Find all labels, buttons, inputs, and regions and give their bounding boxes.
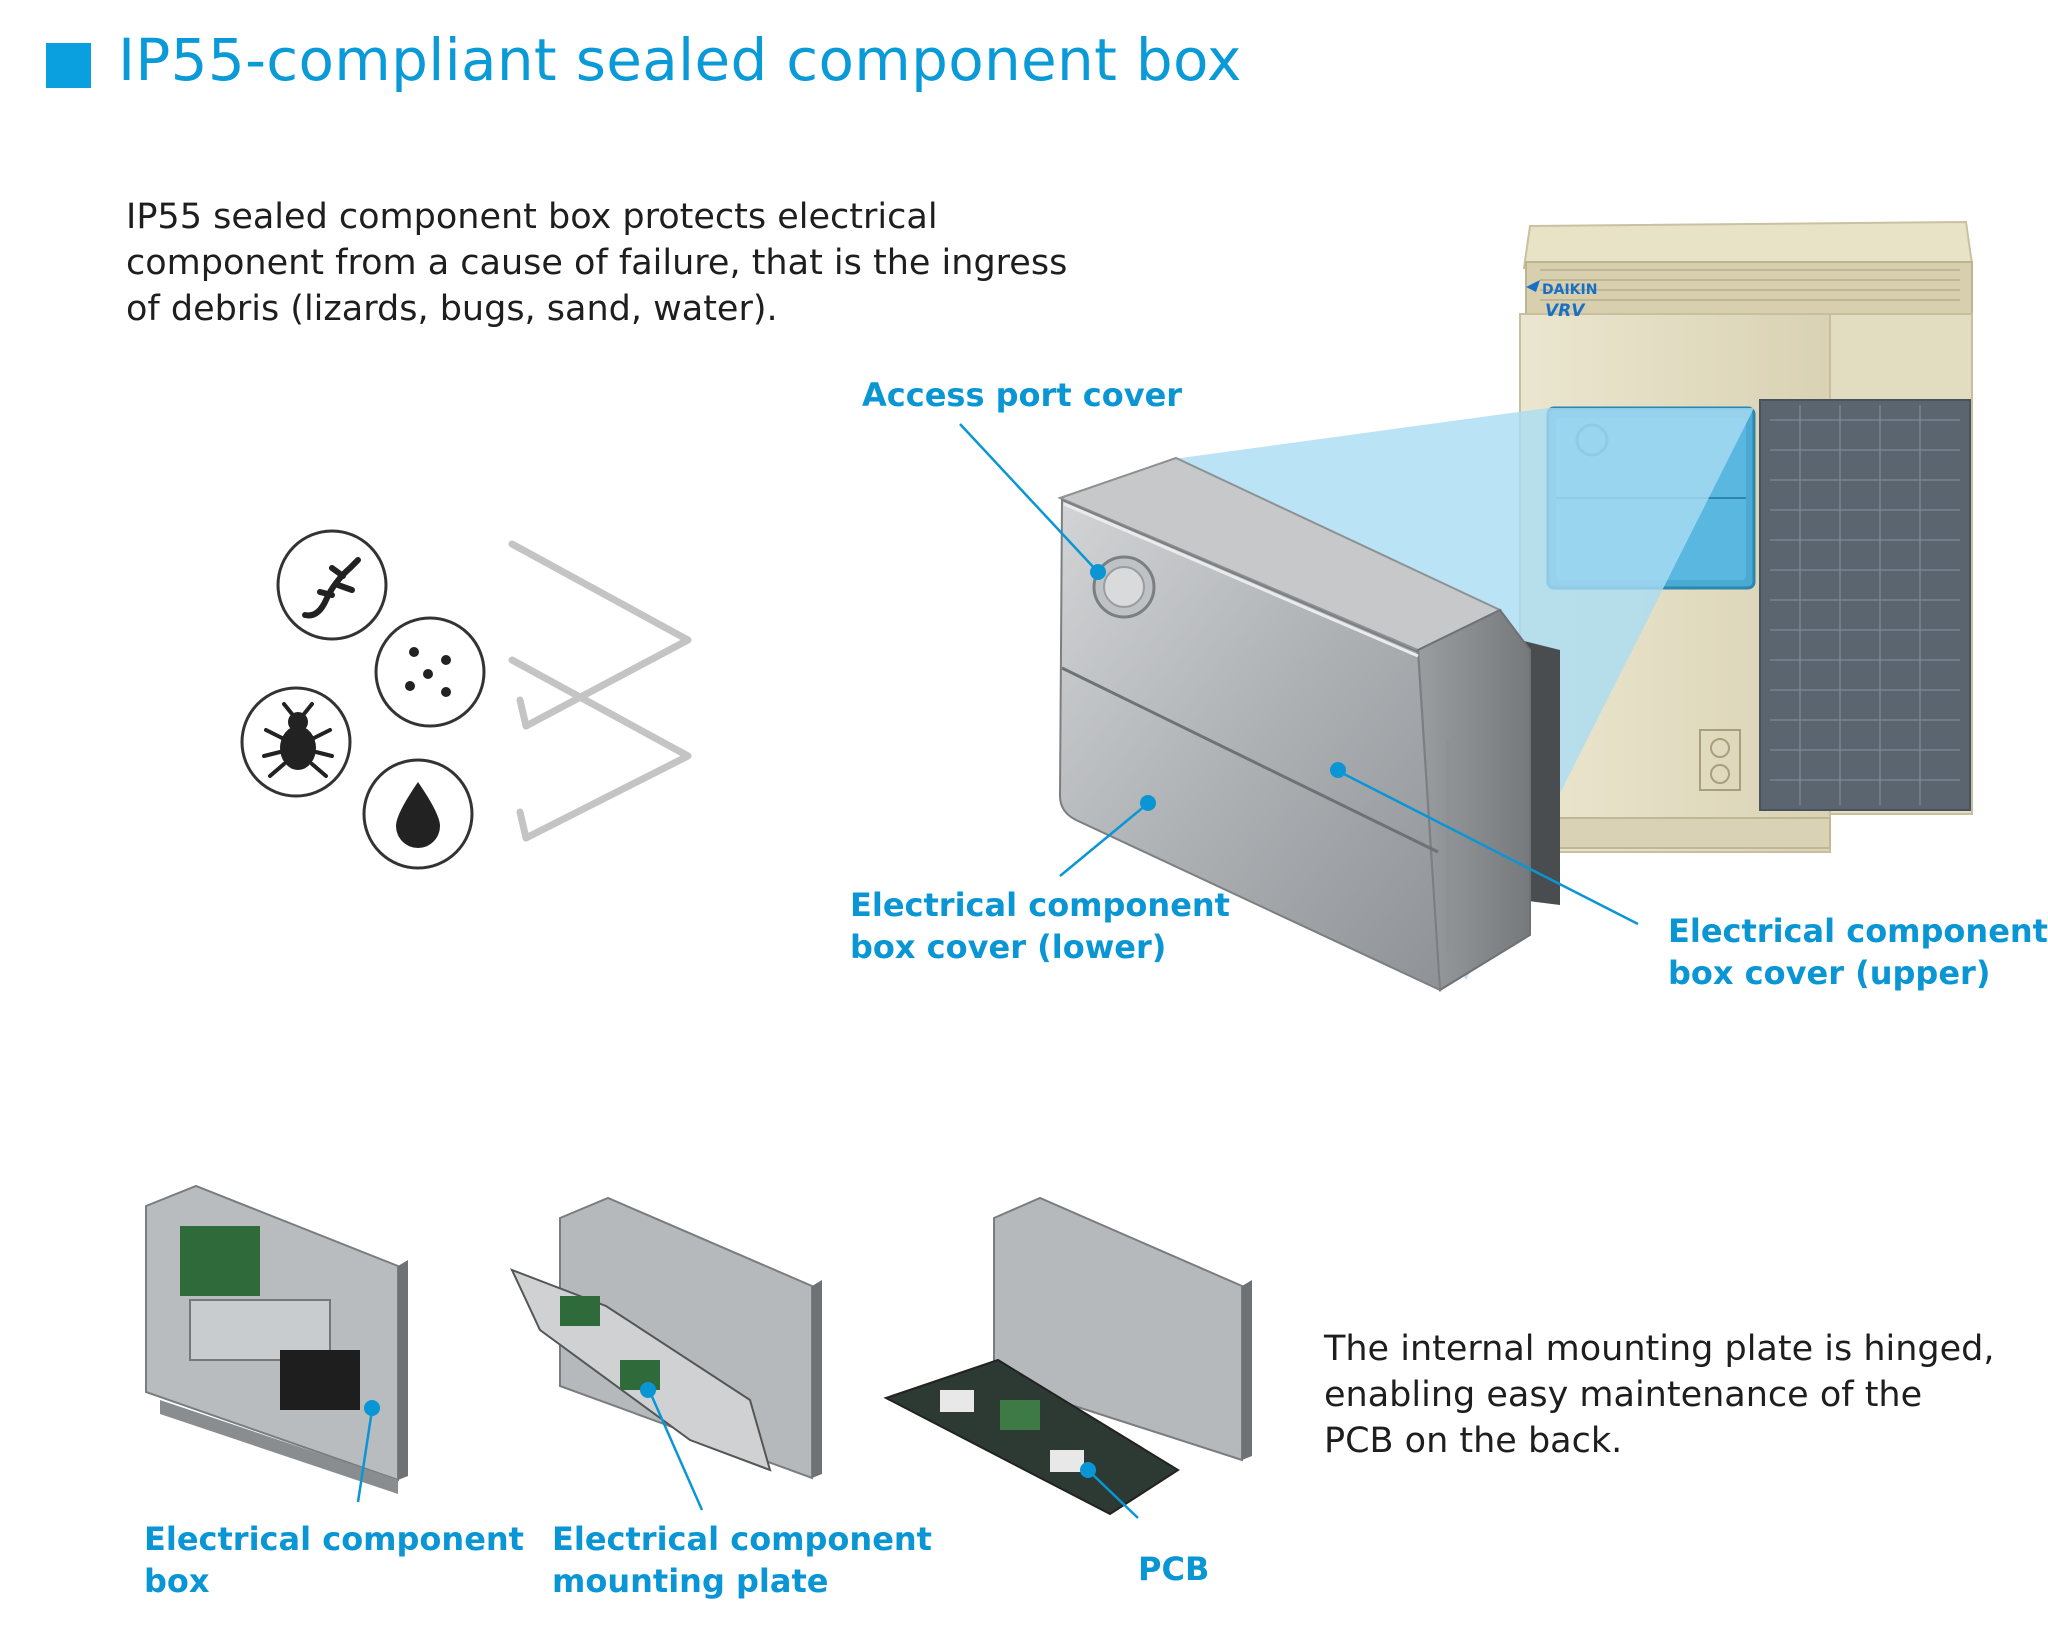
brand-logo-text: DAIKIN [1542, 282, 1597, 298]
bug-icon [240, 686, 352, 798]
outro-line: PCB on the back. [1324, 1421, 1623, 1461]
label-component-box: Electrical component box [144, 1520, 524, 1600]
outro-line: enabling easy maintenance of the [1324, 1375, 1923, 1415]
debris-icons [240, 529, 486, 870]
intro-paragraph: IP55 sealed component box protects elect… [126, 194, 1126, 332]
main-component-box [1057, 456, 1560, 992]
label-mounting-plate: Electrical component mounting plate [552, 1520, 932, 1600]
intro-line: IP55 sealed component box protects elect… [126, 197, 938, 237]
sand-icon [374, 616, 486, 728]
intro-line: of debris (lizards, bugs, sand, water). [126, 289, 778, 329]
label-box-cover-upper: Electrical component box cover (upper) [1668, 912, 2048, 992]
component-box-pcb [883, 1196, 1252, 1516]
label-access-port-cover: Access port cover [862, 376, 1183, 414]
outro-paragraph: The internal mounting plate is hinged, e… [1324, 1326, 2044, 1464]
intro-line: component from a cause of failure, that … [126, 243, 1068, 283]
ingress-arrows [508, 540, 692, 842]
main-leader-lines [959, 423, 1639, 926]
lizard-icon [276, 529, 388, 641]
title-square-marker [46, 43, 91, 88]
outro-line: The internal mounting plate is hinged, [1324, 1329, 1995, 1369]
component-box-hinged [510, 1196, 822, 1480]
water-drop-icon [362, 758, 474, 870]
label-pcb: PCB [1138, 1550, 1210, 1588]
brand-product-text: VRV [1545, 301, 1586, 321]
component-box-open [145, 1184, 408, 1494]
page-title: IP55-compliant sealed component box [118, 26, 1242, 94]
bottom-leader-lines [356, 1382, 1139, 1519]
label-box-cover-lower: Electrical component box cover (lower) [850, 886, 1230, 966]
